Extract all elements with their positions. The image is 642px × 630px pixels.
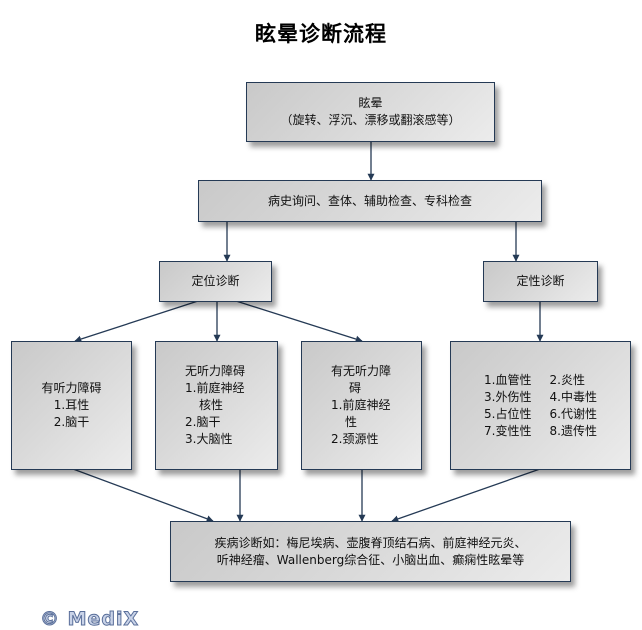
node-vertigo-label: 眩晕: [358, 96, 383, 110]
cause-item: 7.变性性: [484, 423, 532, 438]
node-vertigo-subtitle: （旋转、浮沉、漂移或翻滚感等）: [280, 113, 461, 127]
node-qualitative-label: 定性诊断: [516, 274, 565, 288]
maybe-hearing-loss-heading-cont: 碍: [349, 381, 362, 395]
no-hearing-loss-heading: 无听力障碍: [185, 364, 246, 378]
diagnosis-line: 疾病诊断如：梅尼埃病、壶腹脊顶结石病、前庭神经元炎、: [214, 535, 527, 550]
arrow-hearing-to-diagnosis: [72, 468, 214, 523]
node-maybe-hearing-loss: 有无听力障 碍 1.前庭神经 性 2.颈源性: [301, 341, 422, 470]
node-examination-label: 病史询问、查体、辅助检查、专科检查: [267, 193, 472, 208]
no-hearing-loss-item: 2.脑干: [185, 415, 221, 429]
maybe-hearing-loss-item: 1.前庭神经: [331, 398, 391, 412]
cause-item: 4.中毒性: [549, 389, 597, 404]
arrow-localization-to-maybe-hearing: [235, 300, 363, 343]
node-without-hearing-loss: 无听力障碍 1.前庭神经 核性 2.脑干 3.大脑性: [155, 341, 278, 470]
node-examination: 病史询问、查体、辅助检查、专科检查: [198, 180, 542, 222]
cause-item: 8.遗传性: [549, 423, 597, 438]
cause-item: 3.外伤性: [484, 389, 532, 404]
hearing-loss-heading: 有听力障碍: [41, 381, 102, 395]
maybe-hearing-loss-heading: 有无听力障: [331, 364, 392, 378]
node-with-hearing-loss: 有听力障碍 1.耳性 2.脑干: [11, 341, 132, 470]
diagram-title: 眩晕诊断流程: [255, 21, 387, 46]
cause-item: 2.炎性: [549, 372, 585, 387]
hearing-loss-item: 2.脑干: [53, 415, 90, 429]
node-disease-diagnosis: 疾病诊断如：梅尼埃病、壶腹脊顶结石病、前庭神经元炎、 听神经瘤、Wallenbe…: [170, 521, 571, 582]
arrow-localization-to-hearing: [74, 300, 199, 343]
cause-item: 6.代谢性: [549, 406, 597, 421]
node-localization-label: 定位诊断: [191, 274, 240, 288]
no-hearing-loss-item-cont: 核性: [199, 398, 224, 412]
arrow-causes-to-diagnosis: [391, 468, 541, 523]
diagnosis-line: 听神经瘤、Wallenberg综合征、小脑出血、癫痫性眩晕等: [216, 552, 525, 567]
node-causes: 1.血管性 2.炎性 3.外伤性 4.中毒性 5.占位性 6.代谢性 7.变性性…: [450, 341, 631, 470]
node-qualitative-diagnosis: 定性诊断: [483, 261, 598, 302]
maybe-hearing-loss-item: 2.颈源性: [331, 432, 379, 446]
hearing-loss-item: 1.耳性: [53, 398, 90, 412]
node-vertigo: 眩晕 （旋转、浮沉、漂移或翻滚感等）: [246, 82, 495, 142]
medix-watermark: © MediX: [39, 608, 140, 630]
maybe-hearing-loss-item-cont: 性: [345, 415, 358, 429]
cause-item: 1.血管性: [484, 372, 532, 387]
causes-grid: 1.血管性 2.炎性 3.外伤性 4.中毒性 5.占位性 6.代谢性 7.变性性…: [484, 372, 597, 440]
cause-item: 5.占位性: [484, 406, 532, 421]
no-hearing-loss-item: 1.前庭神经: [185, 381, 245, 395]
no-hearing-loss-item: 3.大脑性: [185, 432, 233, 446]
node-localization-diagnosis: 定位诊断: [159, 261, 272, 302]
